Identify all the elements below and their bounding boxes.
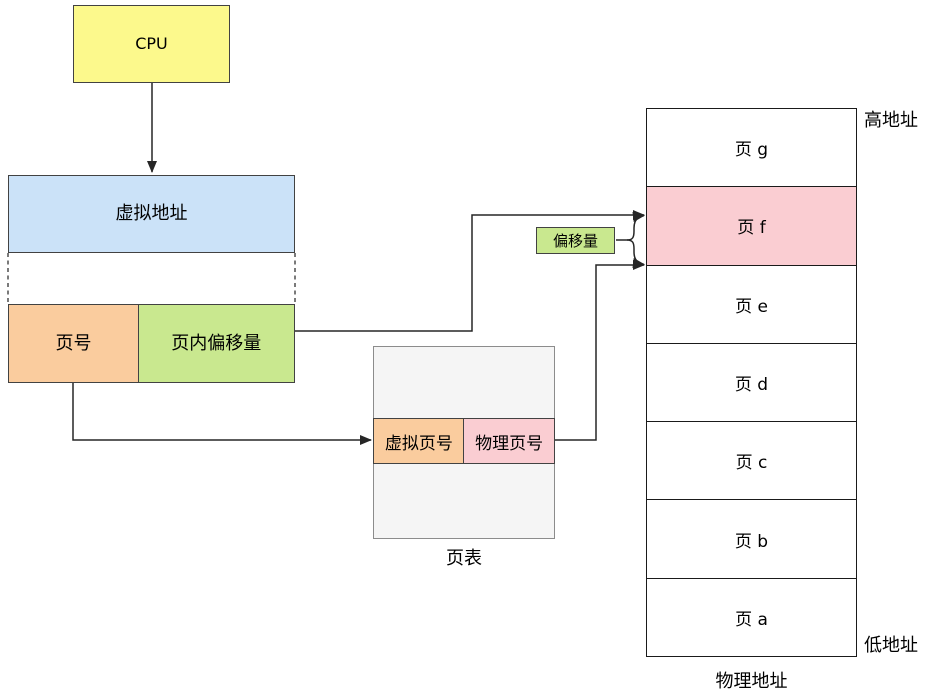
page-offset-box: 页内偏移量	[137, 304, 295, 383]
memory-page-label: 页 g	[734, 140, 769, 161]
memory-page-row: 页 a	[647, 578, 856, 656]
virtual-page-number-cell: 虚拟页号	[373, 418, 465, 464]
memory-page-label: 页 a	[735, 609, 768, 630]
low-address-label: 低地址	[864, 635, 918, 656]
physical-page-number-cell: 物理页号	[463, 418, 555, 464]
memory-page-row: 页 f	[647, 187, 856, 266]
page-table-caption: 页表	[446, 548, 482, 569]
memory-page-label: 页 d	[734, 374, 769, 395]
page-table-entry: 虚拟页号 物理页号	[373, 418, 555, 464]
cpu-label: CPU	[135, 34, 168, 54]
memory-page-label: 页 f	[737, 218, 766, 239]
page-number-box: 页号	[8, 304, 139, 383]
cpu-box: CPU	[73, 5, 230, 83]
virtual-address-box: 虚拟地址	[8, 175, 295, 253]
page-number-label: 页号	[55, 332, 92, 354]
memory-page-row: 页 b	[647, 500, 856, 579]
memory-page-row: 页 e	[647, 265, 856, 344]
memory-page-row: 页 g	[647, 109, 856, 188]
offset-brace-lower-arrow	[626, 239, 645, 268]
page-offset-label: 页内偏移量	[171, 332, 262, 354]
memory-page-label: 页 b	[734, 531, 769, 552]
memory-page-label: 页 e	[735, 296, 768, 317]
offset-tag-label: 偏移量	[552, 231, 598, 250]
physical-page-number-label: 物理页号	[475, 433, 544, 454]
high-address-label: 高地址	[864, 110, 918, 131]
memory-page-row: 页 c	[647, 422, 856, 501]
offset-brace-upper-arrow	[626, 212, 645, 241]
memory-page-label: 页 c	[735, 453, 768, 474]
memory-page-row: 页 d	[647, 343, 856, 423]
physical-memory-column: 页 g 页 f 页 e 页 d 页 c 页 b 页 a	[646, 108, 857, 657]
offset-tag-box: 偏移量	[536, 227, 615, 254]
virtual-address-label: 虚拟地址	[115, 203, 188, 225]
virtual-page-number-label: 虚拟页号	[384, 433, 453, 454]
physical-address-caption: 物理地址	[715, 671, 788, 692]
table-to-page-f-arrow	[555, 260, 645, 441]
page-number-to-table-arrow	[72, 383, 372, 445]
